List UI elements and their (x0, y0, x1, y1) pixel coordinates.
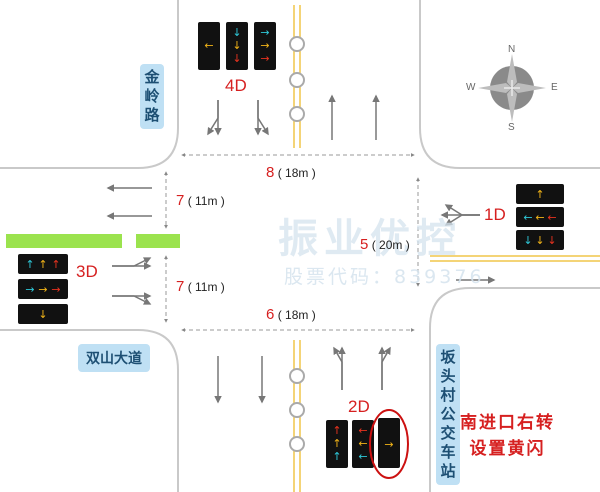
svg-text:→: → (384, 438, 393, 451)
measure-east-num: 5 (360, 236, 369, 253)
approach-code-south: 2D (348, 397, 370, 416)
approach-code-west: 3D (76, 262, 98, 281)
north-approach-arrow (257, 100, 269, 136)
svg-text:↑: ↑ (535, 188, 544, 201)
svg-text:→: → (260, 39, 269, 52)
measure-east: 5 ( 20m ) (360, 236, 410, 253)
lane-arrows (106, 94, 496, 404)
svg-text:←: ← (358, 424, 367, 437)
signal-poles (289, 36, 305, 452)
svg-text:→: → (51, 283, 60, 296)
svg-text:↓: ↓ (535, 234, 544, 247)
svg-text:→: → (260, 26, 269, 39)
south-approach-arrow (381, 346, 391, 390)
watermark-subtitle: 股票代码：839376 (284, 266, 485, 288)
north-approach-arrow (207, 100, 219, 136)
measure-west-lower: 7 ( 11m ) (176, 278, 225, 295)
svg-text:←: ← (358, 450, 367, 463)
svg-text:→: → (38, 283, 47, 296)
east-approach-arrow (444, 214, 480, 226)
measure-bottom: 6 ( 18m ) (266, 306, 316, 323)
svg-text:↓: ↓ (523, 234, 532, 247)
measure-bottom-num: 6 (266, 306, 275, 323)
measure-top-text: ( 18m ) (277, 166, 316, 180)
svg-text:←: ← (358, 437, 367, 450)
south-approach-arrow (333, 346, 343, 390)
bus-stop-label: 坂头村公交车站 (436, 344, 460, 485)
measure-west-lower-num: 7 (176, 278, 185, 295)
measure-bottom-text: ( 18m ) (277, 308, 316, 322)
approach-code-east: 1D (484, 205, 506, 224)
west-approach-arrow (112, 295, 152, 305)
highlight-ellipse (369, 409, 409, 479)
median-island-right (136, 234, 180, 248)
svg-text:←: ← (204, 39, 213, 52)
note-line-1: 南进口右转 (460, 413, 555, 433)
compass-east: E (551, 82, 558, 93)
signal-head-west (18, 254, 68, 324)
svg-text:←: ← (535, 211, 544, 224)
svg-text:→: → (25, 283, 34, 296)
svg-text:↑: ↑ (332, 424, 341, 437)
measure-west-upper-text: ( 11m ) (187, 194, 225, 208)
median-island-left (6, 234, 122, 248)
note-box: 南进口右转 设置黄闪 (460, 410, 555, 462)
svg-text:↑: ↑ (332, 437, 341, 450)
measure-top-num: 8 (266, 164, 275, 181)
svg-text:↓: ↓ (232, 39, 241, 52)
signal-arrows: ← ↓↓↓ →→→ ↑↑↑ →→→ ↓ ↑ ←←← ↓↓↓ ↑↑↑ ←←← → (25, 26, 556, 463)
dimension-lines (164, 153, 420, 332)
svg-text:↓: ↓ (547, 234, 556, 247)
svg-text:↓: ↓ (232, 52, 241, 65)
measure-east-text: ( 20m ) (371, 238, 410, 252)
svg-text:←: ← (523, 211, 532, 224)
measure-west-upper-num: 7 (176, 192, 185, 209)
compass-west: W (466, 82, 476, 93)
svg-text:↓: ↓ (38, 308, 47, 321)
watermark-title: 振业优控 (278, 216, 462, 262)
svg-text:↑: ↑ (25, 258, 34, 271)
svg-text:→: → (260, 52, 269, 65)
signal-head-east (516, 184, 564, 250)
west-approach-arrow (112, 257, 152, 267)
measure-west-upper: 7 ( 11m ) (176, 192, 225, 209)
road-label-west: 双山大道 (78, 344, 150, 372)
svg-text:↑: ↑ (332, 450, 341, 463)
measure-top: 8 ( 18m ) (266, 164, 316, 181)
signal-head-north (198, 22, 276, 70)
note-line-2: 设置黄闪 (469, 439, 546, 459)
approach-code-north: 4D (225, 76, 247, 95)
svg-text:↑: ↑ (38, 258, 47, 271)
compass-south: S (508, 122, 515, 133)
signal-head-south (326, 409, 409, 479)
measure-west-lower-text: ( 11m ) (187, 280, 225, 294)
compass-icon (478, 54, 546, 122)
svg-text:←: ← (547, 211, 556, 224)
compass-north: N (508, 44, 516, 55)
svg-text:↑: ↑ (51, 258, 60, 271)
road-label-north: 金岭路 (140, 64, 164, 129)
svg-text:↓: ↓ (232, 26, 241, 39)
